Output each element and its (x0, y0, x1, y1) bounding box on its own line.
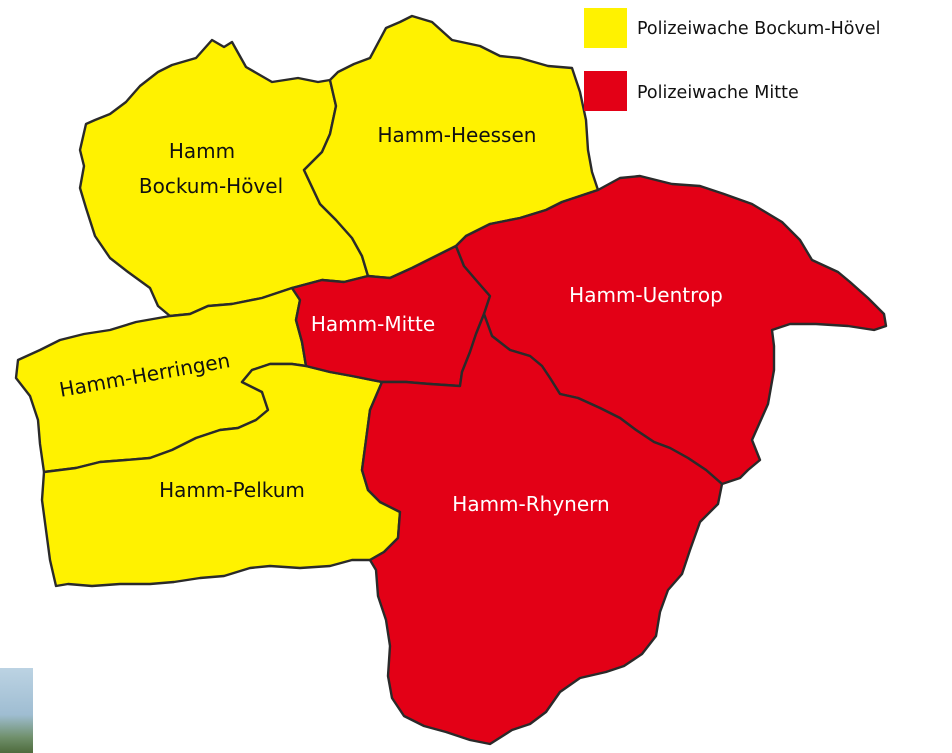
label-rhynern: Hamm-Rhynern (452, 492, 609, 516)
legend-label-bockum-hoevel: Polizeiwache Bockum-Hövel (637, 19, 881, 39)
label-heessen: Hamm-Heessen (378, 123, 537, 147)
label-mitte: Hamm-Mitte (311, 312, 435, 336)
label-pelkum: Hamm-Pelkum (159, 478, 305, 502)
district-rhynern[interactable] (360, 312, 724, 746)
label-bockum-hoevel-line1: Hamm (169, 139, 235, 163)
partial-photo-thumbnail (0, 668, 33, 753)
label-uentrop: Hamm-Uentrop (569, 283, 723, 307)
label-bockum-hoevel-line2: Bockum-Hövel (139, 174, 283, 198)
legend-swatch-mitte (584, 71, 627, 111)
legend: Polizeiwache Bockum-Hövel Polizeiwache M… (584, 8, 881, 111)
legend-label-mitte: Polizeiwache Mitte (637, 83, 799, 103)
legend-swatch-bockum-hoevel (584, 8, 627, 48)
